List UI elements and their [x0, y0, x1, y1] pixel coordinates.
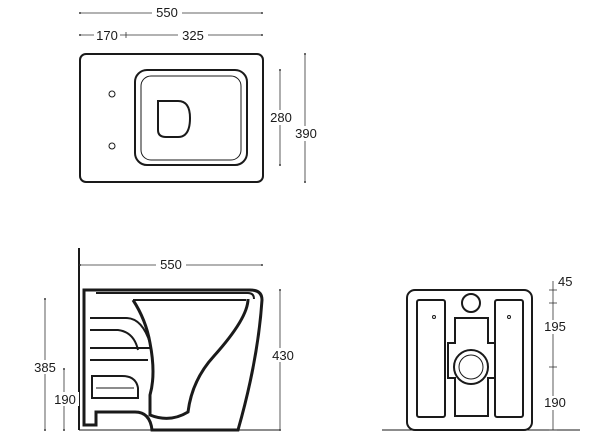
top-view-body: [79, 53, 264, 183]
back-view: 45 195 190: [382, 274, 580, 431]
top-view-bowl-rim: [134, 69, 248, 166]
top-bowl-depth-label: 280: [270, 110, 292, 125]
side-width-dimension: 550: [79, 257, 263, 272]
side-height-left-label: 385: [34, 360, 56, 375]
top-bowl-width-label: 325: [182, 28, 204, 43]
back-outlet-frame: [447, 317, 496, 417]
top-offset-dimension: 170 325: [79, 28, 263, 43]
waste-outlet-outer: [453, 349, 489, 385]
side-view-channel: [90, 317, 151, 344]
waste-outlet-inner: [458, 354, 484, 380]
top-overall-depth-label: 390: [295, 126, 317, 141]
side-height-right-label: 430: [272, 348, 294, 363]
back-upper-section-label: 195: [544, 319, 566, 334]
top-width-dimension: 550: [79, 5, 263, 20]
side-view: 550 385 190 430: [30, 248, 298, 432]
fixing-hole-lower: [108, 142, 116, 150]
top-view-bowl-opening: [157, 100, 192, 138]
side-width-label: 550: [160, 257, 182, 272]
side-inlet-height-label: 190: [54, 392, 76, 407]
side-view-bowl-interior: [131, 298, 250, 420]
water-inlet: [461, 293, 481, 313]
fixing-hole-upper: [108, 90, 116, 98]
back-view-body: [406, 289, 533, 431]
back-dimensions: 45 195 190: [540, 274, 572, 431]
side-height-right-dimension: 430: [268, 289, 298, 431]
top-offset-label: 170: [96, 28, 118, 43]
back-top-gap-label: 45: [558, 274, 572, 289]
back-lower-section-label: 190: [544, 395, 566, 410]
side-view-inlet: [91, 375, 139, 399]
back-right-panel: [494, 299, 524, 418]
side-view-body: [82, 288, 264, 432]
back-left-panel: [416, 299, 446, 418]
top-width-label: 550: [156, 5, 178, 20]
top-view: 550 170 325 280 390: [79, 5, 318, 183]
top-depth-dimension: 280 390: [268, 53, 318, 183]
side-height-dimensions: 385 190: [30, 298, 79, 431]
